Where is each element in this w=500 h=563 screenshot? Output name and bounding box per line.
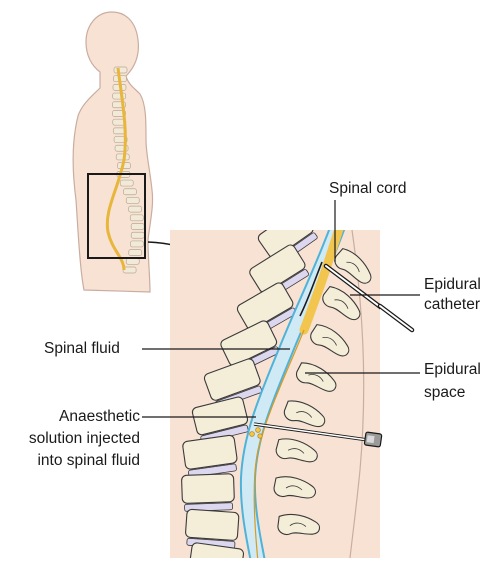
- spinous-process: [322, 285, 361, 321]
- body-vertebra: [112, 92, 126, 100]
- vertebral-body: [182, 434, 238, 478]
- zoom-box: [87, 173, 146, 259]
- vertebral-body: [188, 542, 245, 558]
- vertebral-body: [185, 508, 240, 549]
- body-vertebra: [128, 205, 142, 213]
- body-vertebra: [119, 179, 134, 187]
- vertebral-body: [181, 473, 235, 512]
- label-anaesthetic-1: Anaesthetic: [59, 408, 140, 425]
- body-vertebra: [130, 223, 145, 230]
- spinous-process: [277, 513, 321, 535]
- spinal-needle: [249, 422, 369, 442]
- body-vertebra: [128, 249, 143, 256]
- body-vertebra: [125, 257, 140, 265]
- spinous-process: [334, 247, 372, 284]
- epidural-catheter: [299, 261, 380, 317]
- detail-panel-spine: [181, 230, 380, 558]
- spinous-process: [273, 476, 317, 499]
- spinous-process: [310, 324, 350, 357]
- body-vertebra: [130, 231, 145, 239]
- label-epidural-catheter-1: Epidural: [424, 276, 481, 293]
- spinous-processes: [273, 247, 372, 535]
- body-vertebra: [113, 66, 128, 74]
- body-vertebra: [129, 214, 144, 222]
- body-vertebra: [130, 240, 144, 248]
- label-spinal-cord: Spinal cord: [329, 180, 407, 197]
- spinous-process: [283, 400, 326, 428]
- needle-hub: [363, 431, 383, 448]
- label-anaesthetic-2: solution injected: [28, 430, 140, 447]
- label-epidural-space-2: space: [424, 384, 466, 401]
- spinous-process: [275, 438, 318, 463]
- label-epidural-space-1: Epidural: [424, 361, 481, 378]
- spinous-process: [295, 362, 337, 392]
- spinal-cord: [299, 230, 344, 335]
- label-spinal-fluid: Spinal fluid: [44, 340, 120, 357]
- body-vertebra: [125, 197, 140, 204]
- vertebral-bodies: [181, 230, 318, 558]
- body-vertebra: [123, 188, 137, 196]
- label-anaesthetic-3: into spinal fluid: [37, 452, 140, 469]
- cauda-equina: [253, 329, 305, 558]
- body-spinal-cord: [105, 67, 127, 271]
- label-epidural-catheter-2: catheter: [424, 296, 481, 313]
- back-skin-line: [349, 230, 365, 558]
